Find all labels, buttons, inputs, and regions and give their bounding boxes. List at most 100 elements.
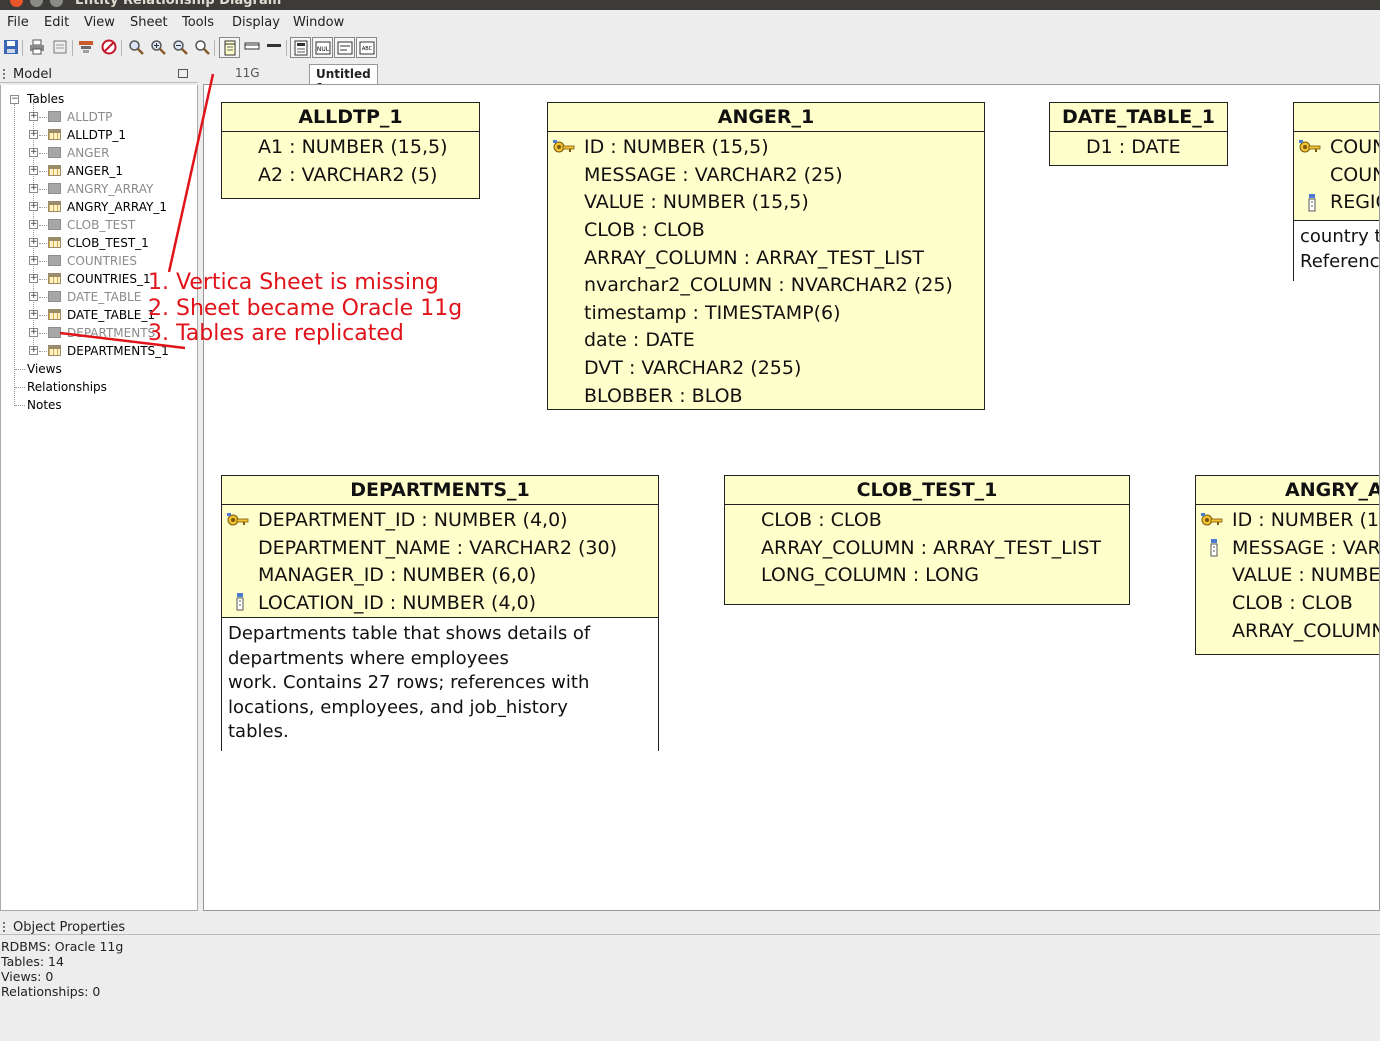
filter-icon[interactable]	[77, 38, 95, 56]
expand-table-icon[interactable]: +	[29, 309, 38, 319]
zoom-out-icon[interactable]	[171, 38, 189, 56]
show-datatypes-icon[interactable]: ABC	[356, 37, 377, 58]
menu-view[interactable]: View	[84, 15, 115, 30]
expand-table-icon[interactable]: +	[29, 147, 38, 157]
tab-untitled-1[interactable]: Untitled 1	[309, 64, 378, 95]
entity-countries-1[interactable]: COUN COUN REGIO country t Referenc	[1293, 102, 1380, 282]
expand-table-icon[interactable]: +	[29, 291, 38, 301]
entity-anger-1[interactable]: ANGER_1 ID : NUMBER (15,5) MESSAGE : VAR…	[547, 102, 985, 410]
menu-file[interactable]: File	[7, 15, 29, 30]
view-name-icon[interactable]	[243, 38, 261, 56]
tab-11g-ivan[interactable]: 11G - IVAN	[235, 66, 263, 108]
expand-table-icon[interactable]: +	[29, 219, 38, 229]
show-nulls-icon[interactable]: NUL	[312, 37, 333, 58]
tree-table-item[interactable]: DATE_TABLE	[67, 290, 142, 304]
tree-table-item[interactable]: ANGRY_ARRAY	[67, 182, 154, 196]
tree-guide	[39, 351, 47, 352]
entity-departments-1[interactable]: DEPARTMENTS_1 DEPARTMENT_ID : NUMBER (4,…	[221, 475, 659, 751]
comment-line: country t	[1300, 226, 1380, 247]
tree-table-item[interactable]: COUNTRIES_1	[67, 272, 151, 286]
table-icon	[48, 165, 61, 176]
view-title-icon[interactable]	[265, 38, 283, 56]
window-title: Entity Relationship Diagram	[75, 0, 282, 8]
object-properties-panel: RDBMS: Oracle 11g Tables: 14 Views: 0 Re…	[1, 939, 123, 999]
expand-table-icon[interactable]: +	[29, 165, 38, 175]
entity-attribute: ARRAY_COLUMN : ARRAY_TEST_LIST	[761, 537, 1102, 559]
comment-line: Referenc	[1300, 250, 1380, 272]
tree-node-relationships[interactable]: Relationships	[27, 380, 107, 394]
print-preview-icon[interactable]	[51, 38, 69, 56]
tree-guide	[15, 387, 25, 388]
tree-node-views[interactable]: Views	[27, 362, 62, 376]
drag-grip-icon[interactable]	[3, 69, 5, 79]
tree-table-item[interactable]: ALLDTP_1	[67, 128, 127, 142]
drag-grip-icon[interactable]	[3, 922, 5, 932]
entity-attribute: LOCATION_ID : NUMBER (4,0)	[258, 592, 537, 614]
expand-table-icon[interactable]: +	[29, 273, 38, 283]
zoom-actual-icon[interactable]	[193, 38, 211, 56]
expand-table-icon[interactable]: +	[29, 255, 38, 265]
collapse-tables-icon[interactable]: −	[10, 94, 19, 104]
tree-guide	[14, 104, 15, 406]
tree-table-item[interactable]: CLOB_TEST_1	[67, 236, 149, 250]
entity-clob-test-1[interactable]: CLOB_TEST_1 CLOB : CLOB ARRAY_COLUMN : A…	[724, 475, 1130, 605]
restore-panel-icon[interactable]	[178, 69, 188, 78]
expand-table-icon[interactable]: +	[29, 183, 38, 193]
tree-table-item[interactable]: ANGRY_ARRAY_1	[67, 200, 168, 214]
tree-table-item[interactable]: CLOB_TEST	[67, 218, 136, 232]
entity-date-table-1[interactable]: DATE_TABLE_1 D1 : DATE	[1049, 102, 1228, 166]
entity-attribute: timestamp : TIMESTAMP(6)	[584, 302, 841, 324]
expand-table-icon[interactable]: +	[29, 327, 38, 337]
entity-attribute: D1 : DATE	[1086, 136, 1181, 158]
tree-table-item[interactable]: DATE_TABLE_1	[67, 308, 155, 322]
table-icon	[48, 273, 61, 284]
entity-attribute: REGIO	[1330, 191, 1379, 213]
menu-sheet[interactable]: Sheet	[130, 15, 168, 30]
entity-alldtp-1[interactable]: ALLDTP_1 A1 : NUMBER (15,5) A2 : VARCHAR…	[221, 102, 480, 199]
expand-table-icon[interactable]: +	[29, 129, 38, 139]
save-icon[interactable]	[2, 38, 20, 56]
tree-node-tables[interactable]: Tables	[27, 92, 65, 106]
tree-table-item[interactable]: ANGER	[67, 146, 110, 160]
expand-table-icon[interactable]: +	[29, 111, 38, 121]
table-icon	[48, 111, 61, 122]
expand-table-icon[interactable]: +	[29, 201, 38, 211]
expand-table-icon[interactable]: +	[29, 345, 38, 355]
menu-display[interactable]: Display	[232, 15, 280, 30]
entity-attribute: date : DATE	[584, 329, 695, 351]
entity-title: CLOB_TEST_1	[725, 476, 1129, 505]
show-comments-icon[interactable]	[334, 37, 355, 58]
print-icon[interactable]	[28, 38, 46, 56]
expand-table-icon[interactable]: +	[29, 237, 38, 247]
tree-table-item[interactable]: DEPARTMENTS	[67, 326, 156, 340]
diagram-canvas[interactable]: ALLDTP_1 A1 : NUMBER (15,5) A2 : VARCHAR…	[203, 84, 1380, 911]
tree-node-notes[interactable]: Notes	[27, 398, 62, 412]
model-panel-title: Model	[13, 67, 53, 82]
table-icon	[48, 345, 61, 356]
show-keys-icon[interactable]	[290, 37, 311, 58]
tree-table-item[interactable]: COUNTRIES	[67, 254, 137, 268]
stop-icon[interactable]	[100, 38, 118, 56]
toolbar-separator	[286, 40, 287, 56]
table-icon	[48, 219, 61, 230]
view-full-icon[interactable]	[219, 37, 240, 58]
svg-text:ABC: ABC	[361, 46, 372, 52]
zoom-in-icon[interactable]	[149, 38, 167, 56]
foreign-key-icon	[1210, 539, 1218, 557]
menu-tools[interactable]: Tools	[182, 15, 215, 30]
maximize-window-button[interactable]	[50, 0, 63, 7]
entity-attribute: A1 : NUMBER (15,5)	[258, 136, 448, 158]
table-icon	[48, 255, 61, 266]
zoom-fit-icon[interactable]	[127, 38, 145, 56]
entity-attribute: CLOB : CLOB	[584, 219, 705, 241]
property-rdbms: RDBMS: Oracle 11g	[1, 939, 124, 954]
menu-edit[interactable]: Edit	[44, 15, 70, 30]
tree-table-item[interactable]: ALLDTP	[67, 110, 113, 124]
close-window-button[interactable]	[10, 0, 23, 7]
entity-attribute: DEPARTMENT_NAME : VARCHAR2 (30)	[258, 537, 618, 559]
minimize-window-button[interactable]	[30, 0, 43, 7]
entity-title: DEPARTMENTS_1	[222, 476, 658, 505]
menu-window[interactable]: Window	[293, 15, 345, 30]
tree-table-item[interactable]: ANGER_1	[67, 164, 124, 178]
entity-angry-array-1[interactable]: ANGRY_A ID : NUMBER (15 MESSAGE : VAR VA…	[1195, 475, 1379, 655]
